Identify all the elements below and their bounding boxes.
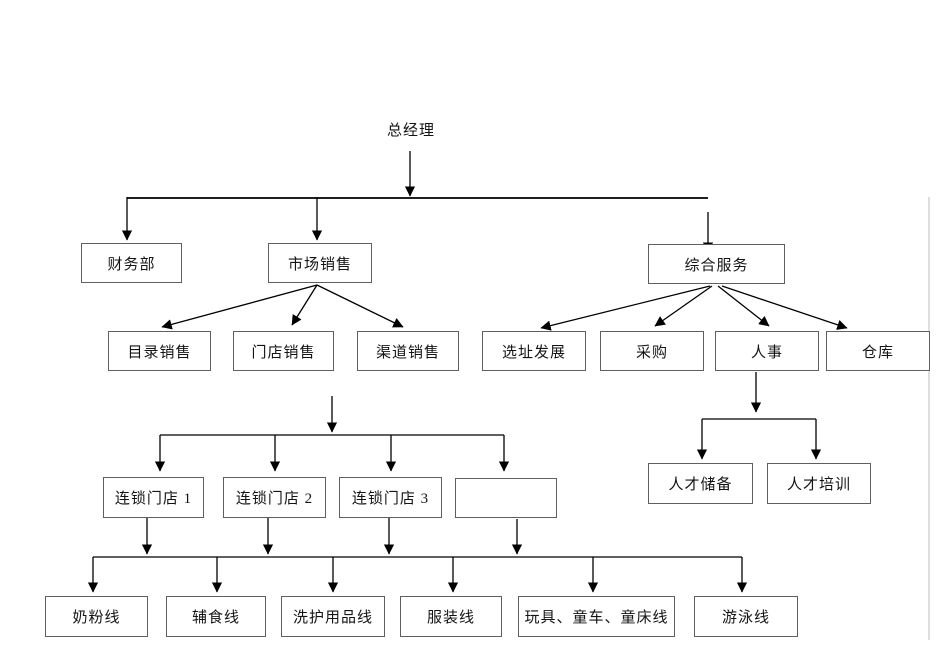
node-chain-store-2: 连锁门店 2	[223, 477, 326, 518]
node-catalog-sales: 目录销售	[108, 331, 211, 371]
node-care-products-line: 洗护用品线	[281, 596, 385, 637]
node-clothing-line: 服装线	[400, 596, 502, 637]
node-purchasing: 采购	[600, 331, 704, 371]
node-finance: 财务部	[81, 243, 182, 283]
node-chain-store-1: 连锁门店 1	[103, 477, 204, 518]
node-hr: 人事	[715, 331, 819, 371]
node-milk-powder-line: 奶粉线	[45, 596, 148, 637]
node-marketing: 市场销售	[268, 243, 372, 283]
connector-services-purchasing	[654, 285, 713, 327]
node-warehouse: 仓库	[826, 331, 930, 371]
node-channel-sales: 渠道销售	[357, 331, 459, 371]
connector-marketing-channel	[316, 284, 404, 328]
connector-services-hr	[717, 285, 770, 327]
node-site-development: 选址发展	[482, 331, 586, 371]
node-general-services: 综合服务	[648, 244, 785, 284]
node-general-manager: 总经理	[386, 123, 435, 139]
node-baby-food-line: 辅食线	[166, 596, 266, 637]
node-swimming-line: 游泳线	[694, 596, 798, 637]
connector-marketing-catalog	[161, 284, 318, 330]
node-toys-line: 玩具、童车、童床线	[518, 596, 675, 637]
node-chain-store-3: 连锁门店 3	[339, 477, 442, 518]
node-chain-store-4-empty	[455, 478, 557, 518]
connector-services-site	[540, 285, 711, 331]
connector-services-warehouse	[721, 285, 848, 330]
node-talent-training: 人才培训	[767, 463, 871, 504]
node-talent-reserve: 人才储备	[648, 463, 753, 504]
node-store-sales: 门店销售	[233, 331, 334, 371]
connector-marketing-store	[291, 284, 318, 326]
